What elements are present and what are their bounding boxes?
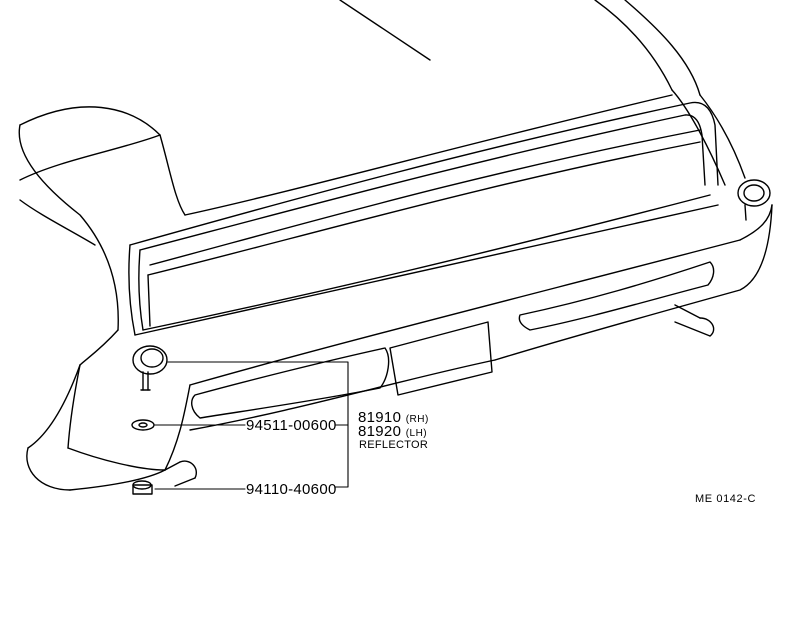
reflector-lh-number: 81920 — [358, 423, 402, 440]
car-body-outline — [18, 0, 746, 331]
reflector-left — [132, 345, 168, 391]
drawing-code: ME 0142-C — [695, 493, 757, 505]
trunk-lid — [128, 101, 719, 336]
reflector-lh-part-number: 81920 (LH) — [358, 424, 427, 439]
reflector-rh-number: 81910 — [358, 409, 402, 426]
reflector-right — [737, 179, 771, 221]
nut-part — [132, 480, 153, 495]
washer-part — [131, 419, 155, 431]
reflector-rh-part-number: 81910 (RH) — [358, 410, 429, 425]
reflector-rh-suffix: (RH) — [405, 414, 429, 425]
washer-part-number: 94511-00600 — [246, 417, 337, 434]
leader-lines — [154, 361, 349, 490]
reflector-lh-suffix: (LH) — [405, 428, 428, 439]
reflector-name-label: REFLECTOR — [359, 439, 429, 451]
nut-part-number: 94110-40600 — [246, 481, 337, 498]
